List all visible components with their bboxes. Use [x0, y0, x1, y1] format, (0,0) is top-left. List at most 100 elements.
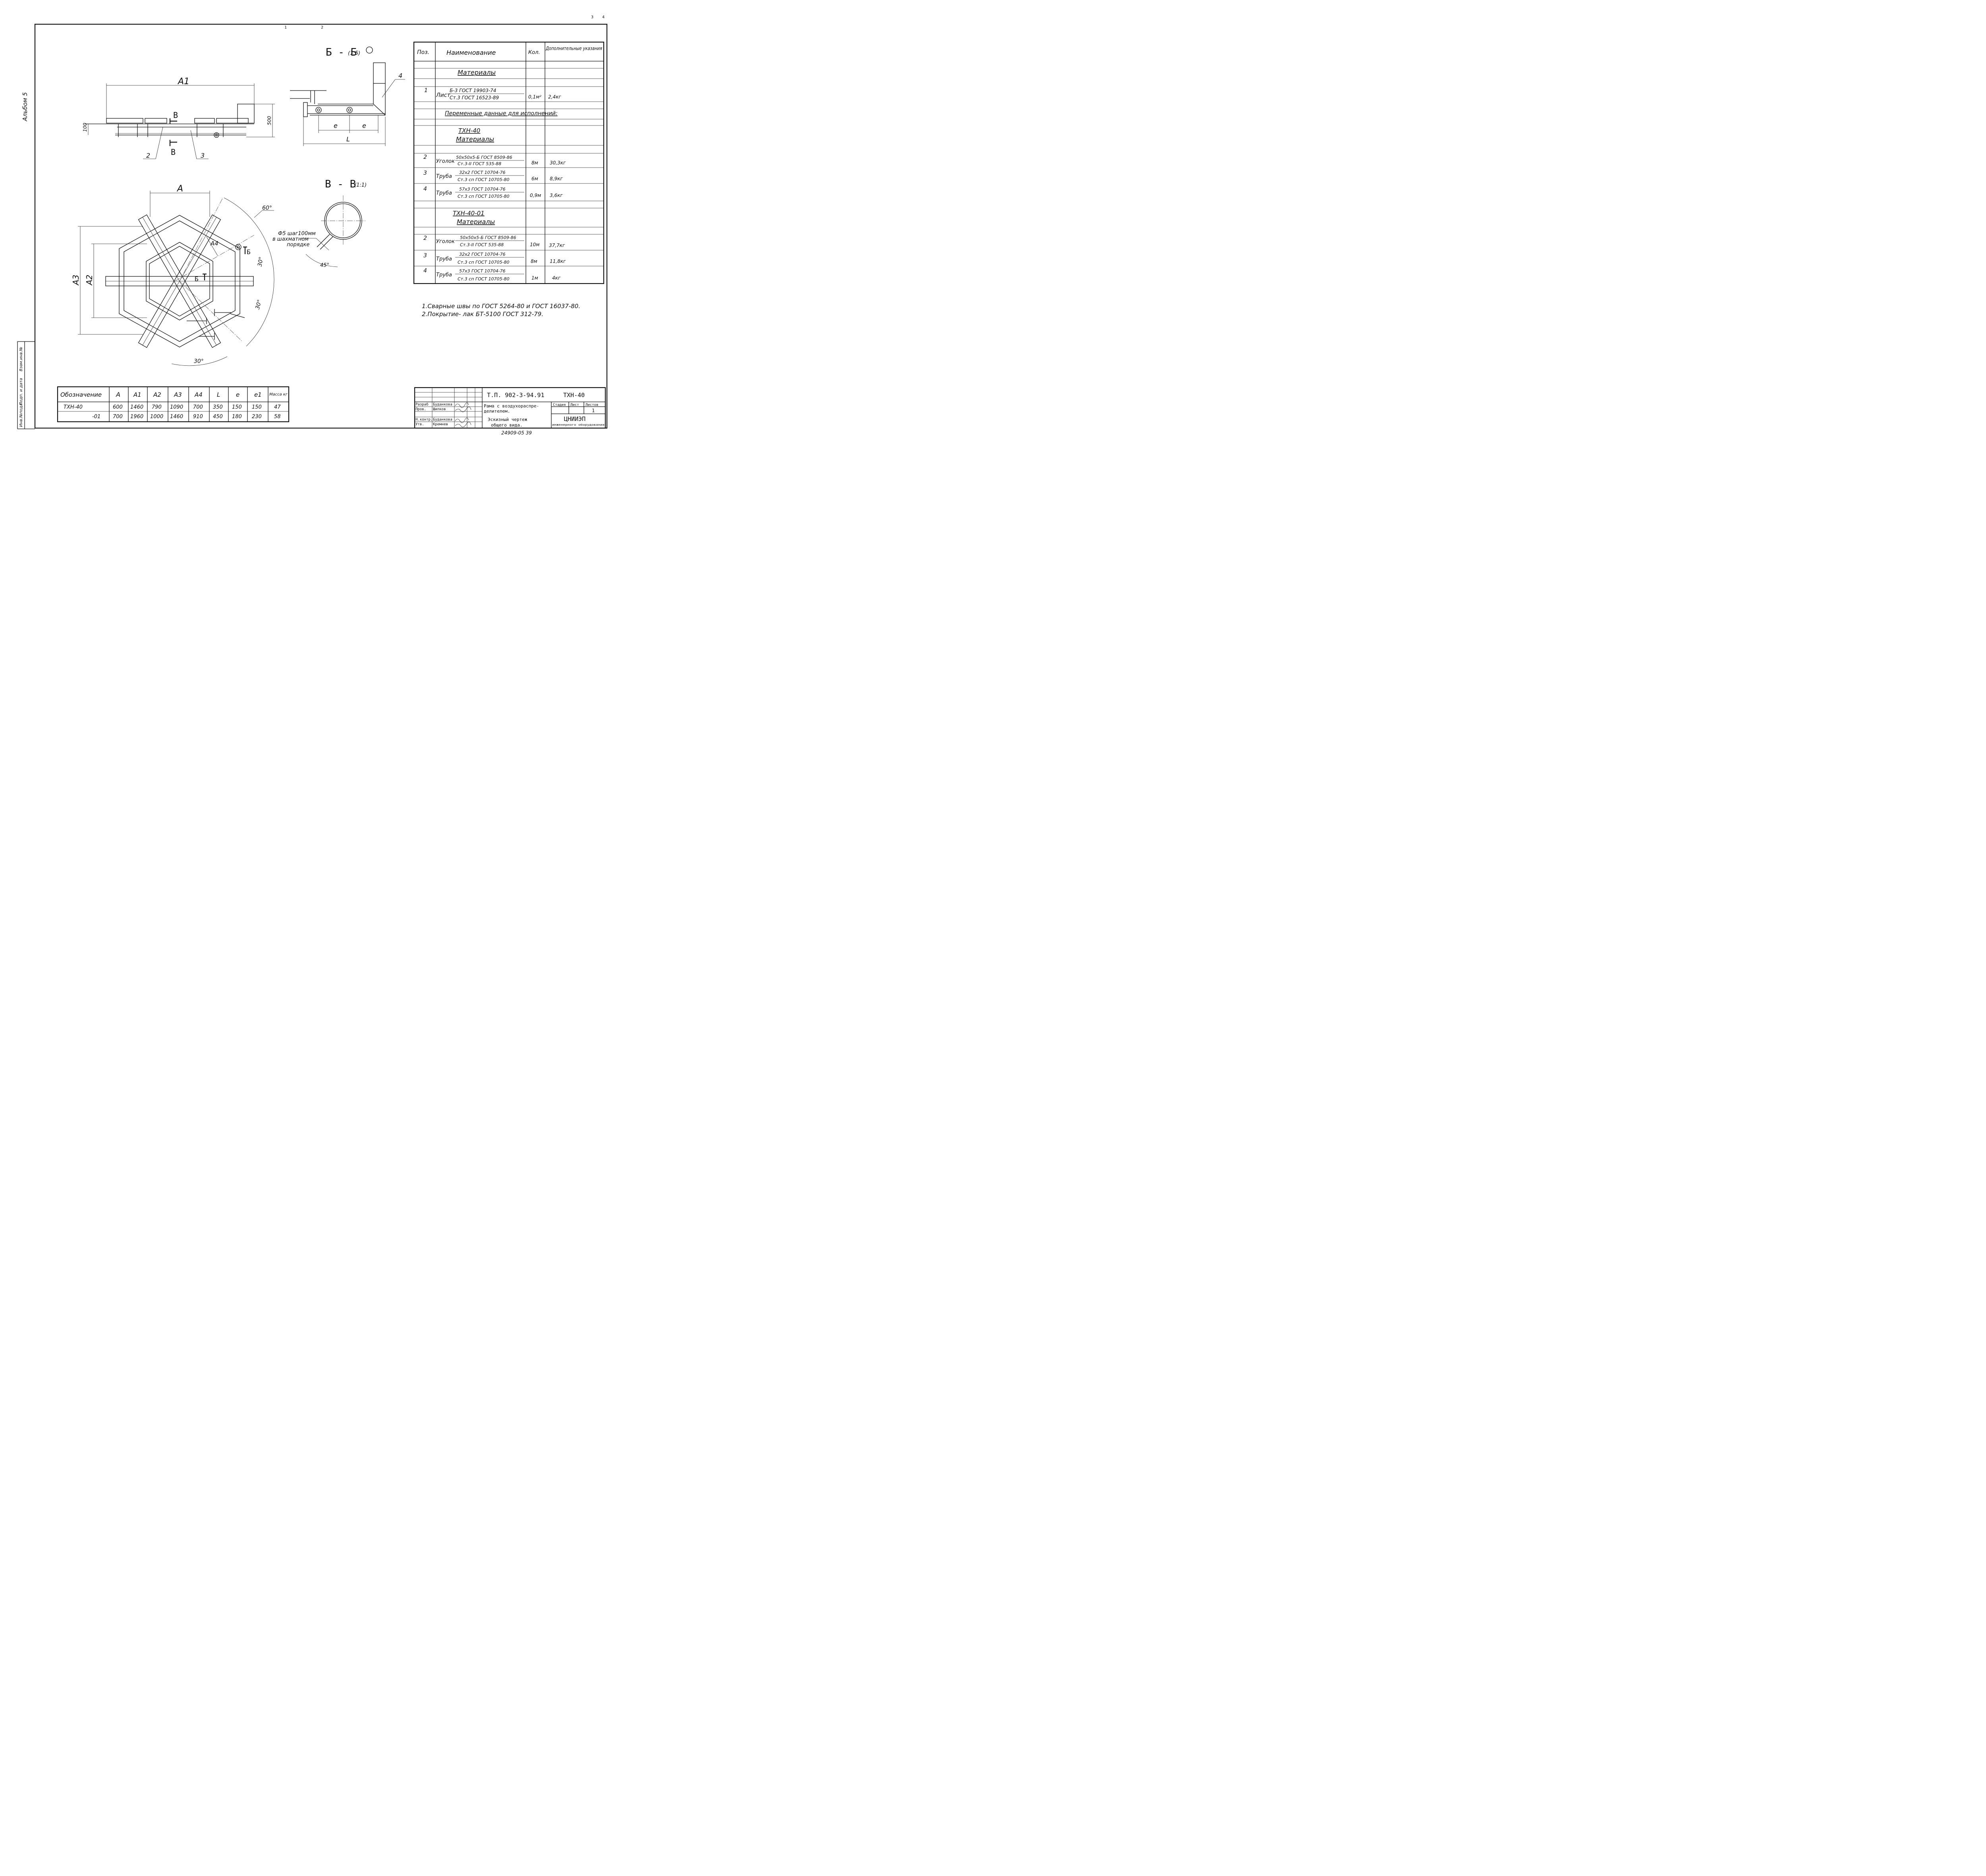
section-b-mark-2: Б — [195, 275, 199, 283]
variant1-row2-name: Труба — [436, 174, 452, 179]
dim-header-e: e — [236, 391, 240, 398]
note-2: 2.Покрытие- лак БТ-5100 ГОСТ 312-79. — [422, 311, 543, 318]
variant2-title: ТХН-40-01 — [453, 210, 485, 217]
tb-title-line4: общего вида. — [491, 423, 522, 428]
dim-A1-label: A1 — [177, 77, 189, 87]
spec-row1-qty: 0,1м² — [528, 94, 541, 100]
spec-header-name: Наименование — [446, 49, 496, 56]
signature-3 — [455, 417, 469, 423]
dim-row1-col8: 150 — [252, 404, 262, 410]
variant2-materials: Материалы — [457, 218, 495, 226]
dim-row1-col1: 600 — [113, 404, 123, 410]
variant2-row3-name: Труба — [436, 272, 452, 278]
album-label: Альбом 5 — [21, 92, 29, 122]
section-bb-title: Б - Б — [326, 46, 357, 58]
dim-header-A3: A3 — [174, 391, 182, 398]
variant1-row3-qty: 0,9м — [530, 193, 541, 198]
dim-header-designation: Обозначение — [60, 391, 102, 398]
dim-row1-col0: ТХН-40 — [64, 404, 83, 410]
spec-header-pos: Поз. — [417, 49, 429, 56]
variant2-row3-pos: 4 — [423, 268, 427, 274]
spec-variable-header: Переменные данные для исполнений: — [445, 110, 558, 117]
dim-header-A1: A1 — [133, 391, 141, 398]
spec-row1-line1: Б-3 ГОСТ 19903-74 — [450, 88, 496, 93]
variant2-row1-note: 37,7кг — [549, 243, 565, 248]
dim-row1-col4: 1090 — [170, 404, 183, 410]
dim-A2-label: A2 — [85, 275, 94, 286]
variant2-row2-name: Труба — [436, 256, 452, 262]
dim-row2-col1: 700 — [113, 414, 123, 420]
variant1-row2-pos: 3 — [423, 170, 427, 176]
variant2-row3-note: 4кг — [552, 275, 561, 281]
tb-product: ТХН-40 — [563, 392, 585, 399]
section-b-mark-1: Б — [247, 248, 251, 256]
tb-doc-number: Т.П. 902-3-94.91 — [487, 392, 545, 399]
tb-role-norm: Н.контр. — [415, 418, 433, 422]
variant1-row1-name: Уголок — [436, 158, 455, 164]
variant1-row3-line1: 57х3 ГОСТ 10704-76 — [459, 187, 506, 192]
dim-row2-col6: 450 — [213, 414, 223, 420]
variant2-row2-line2: Ст.3 сп ГОСТ 10705-80 — [458, 260, 509, 265]
angle-45-label: 45° — [320, 262, 329, 268]
variant2-row3-line1: 57х3 ГОСТ 10704-76 — [459, 268, 506, 274]
variant1-materials: Материалы — [456, 135, 494, 143]
vv-note-line1: Ф5 шаг100мм — [278, 231, 316, 237]
dim-row2-col0: -01 — [92, 414, 100, 420]
dim-e1-label: e — [334, 122, 338, 129]
tb-title-line2: делителем. — [484, 409, 510, 414]
dim-row1-col2: 1460 — [130, 404, 143, 410]
signature-4 — [455, 422, 471, 427]
section-mark-bottom: В — [171, 147, 176, 157]
section-vv-title: В - В — [325, 178, 356, 190]
dim-header-L: L — [217, 391, 220, 398]
variant2-row1-pos: 2 — [423, 235, 427, 241]
archive-number: 24909-05 39 — [501, 430, 532, 436]
tb-title-line3: Эскизный чертеж — [488, 417, 527, 422]
section-vv: В - В (1:1) Ф5 шаг100мм в шахматном поря… — [272, 178, 367, 268]
dim-row2-col5: 910 — [193, 414, 203, 420]
dim-row2-col4: 1460 — [170, 414, 183, 420]
variant1-row1-line2: Ст.3-II ГОСТ 535-88 — [458, 161, 501, 166]
title-block: Разраб Пров. Н.контр. Утв. Буданкова Шип… — [414, 387, 606, 429]
dim-row2-col2: 1960 — [130, 414, 143, 420]
vv-note-line3: порядке — [287, 242, 309, 248]
variant2-row2-note: 11,8кг — [550, 259, 566, 264]
signature-1 — [455, 402, 469, 408]
section-mark-top: В — [173, 110, 178, 120]
variant1-row2-qty: 6м — [531, 176, 538, 181]
dim-header-A4: A4 — [194, 391, 203, 398]
callout-2: 2 — [321, 25, 323, 30]
tb-org-name: ЦНИИЭП — [564, 415, 585, 423]
spec-row1-name: Лист — [436, 92, 450, 98]
tb-col-sheet: Лист — [570, 403, 579, 407]
variant2-row1-line1: 50х50х5-Б ГОСТ 8509-86 — [460, 235, 516, 240]
variant1-row3-pos: 4 — [423, 186, 427, 192]
tb-col-sheets: Листов — [585, 403, 599, 407]
angle-30c-label: 30° — [194, 358, 204, 365]
angle-30b-label: 30° — [254, 299, 263, 310]
variant1-row1-qty: 8м — [531, 160, 538, 166]
section-vv-scale: (1:1) — [354, 182, 367, 188]
dim-row1-col7: 150 — [232, 404, 242, 410]
variant1-row3-line2: Ст.3 сп ГОСТ 10705-80 — [458, 194, 509, 199]
variant1-row2-line1: 32х2 ГОСТ 10704-76 — [459, 170, 506, 175]
dim-row1-col5: 700 — [193, 404, 203, 410]
variant1-row2-line2: Ст.3 сп ГОСТ 10705-80 — [458, 177, 509, 182]
angle-30a-label: 30° — [257, 256, 265, 267]
dim-row1-col3: 790 — [152, 404, 162, 410]
dim-500-label: 500 — [267, 116, 272, 125]
dim-row2-col9: 58 — [274, 414, 281, 420]
tb-name-check: Шипков — [433, 407, 446, 411]
variant1-row1-pos: 2 — [423, 154, 427, 160]
variant1-row1-line1: 50х50х5-Б ГОСТ 8509-86 — [456, 155, 512, 160]
section-bb: Б - Б (1:5) 4 e e L — [290, 46, 405, 146]
variant2-row3-line2: Ст.3 сп ГОСТ 10705-80 — [458, 276, 509, 282]
callout-1: 1 — [284, 25, 287, 30]
variant1-row2-note: 8,9кг — [550, 176, 563, 181]
dim-header-A2: A2 — [153, 391, 161, 398]
dim-row2-col3: 1000 — [150, 414, 163, 420]
variant2-row3-qty: 1м — [531, 275, 538, 281]
tb-name-norm: Буданкова — [433, 418, 452, 422]
dim-A-label: A — [176, 184, 183, 194]
variant2-row1-line2: Ст.3-II ГОСТ 535-88 — [460, 242, 504, 247]
